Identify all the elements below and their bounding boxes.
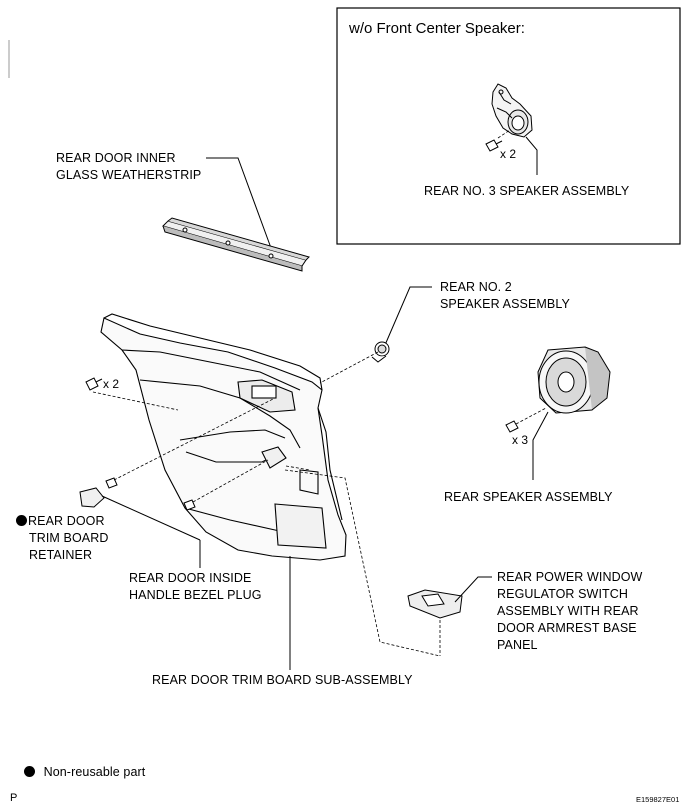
screw-2: [183, 499, 196, 511]
screw-1: [105, 477, 118, 489]
label-line-text: REAR DOOR: [28, 514, 105, 528]
non-reusable-dot-icon: [24, 766, 35, 777]
label-line: HANDLE BEZEL PLUG: [129, 588, 262, 602]
label-line: REAR DOOR INNER: [56, 151, 176, 165]
leader-retainer: [101, 495, 201, 541]
switch-assembly-drawing: [407, 589, 463, 619]
dash-no2: [319, 351, 379, 384]
speaker-qty: x 3: [512, 433, 529, 447]
label-line: TRIM BOARD: [29, 531, 109, 545]
inset-box: [336, 7, 681, 245]
figure-code: E159827E01: [636, 795, 680, 804]
rear-speaker-drawing: [537, 346, 611, 414]
label-switch-assembly: REAR POWER WINDOW REGULATOR SWITCH ASSEM…: [497, 569, 642, 654]
label-rear-no3-speaker: REAR NO. 3 SPEAKER ASSEMBLY: [424, 184, 630, 198]
no2-speaker-drawing: [371, 341, 390, 363]
label-line: REAR DOOR INSIDE: [129, 571, 252, 585]
clip-drawing: [85, 377, 103, 391]
label-rear-no2-speaker: REAR NO. 2 SPEAKER ASSEMBLY: [440, 279, 570, 313]
label-bezel-plug: REAR DOOR INSIDE HANDLE BEZEL PLUG: [129, 570, 262, 604]
label-line: GLASS WEATHERSTRIP: [56, 168, 202, 182]
dash-screw-1: [113, 397, 276, 481]
non-reusable-dot-icon: [16, 515, 27, 526]
weatherstrip-drawing: [162, 217, 310, 272]
footer-left: P: [10, 792, 18, 804]
label-inner-weatherstrip: REAR DOOR INNER GLASS WEATHERSTRIP: [56, 150, 201, 184]
speaker-screw: [505, 420, 519, 433]
label-line: REAR NO. 2: [440, 280, 512, 294]
label-line: REAR POWER WINDOW: [497, 570, 643, 584]
label-trim-board-sub: REAR DOOR TRIM BOARD SUB-ASSEMBLY: [152, 673, 413, 687]
leader-rear-speaker: [532, 411, 549, 480]
dash-pocket: [285, 465, 311, 471]
label-line: RETAINER: [29, 548, 93, 562]
label-rear-speaker: REAR SPEAKER ASSEMBLY: [444, 490, 613, 504]
dash-screw-2: [192, 459, 269, 503]
dash-switch: [284, 469, 441, 657]
leader-no2: [384, 286, 432, 346]
leader-weatherstrip: [206, 157, 272, 249]
leader-switch: [454, 576, 492, 603]
inset-screw: [485, 139, 503, 152]
label-line: PANEL: [497, 638, 538, 652]
door-trim-board-drawing: [100, 313, 347, 561]
inset-title: w/o Front Center Speaker:: [349, 20, 525, 37]
speaker-dash: [515, 407, 547, 425]
dash-clip: [92, 391, 179, 411]
rear-no3-speaker-drawing: [491, 83, 533, 138]
label-line: DOOR ARMREST BASE: [497, 621, 637, 635]
inset-dash: [497, 129, 511, 139]
label-line: REGULATOR SWITCH: [497, 587, 629, 601]
retainer-drawing: [79, 487, 105, 508]
label-trim-board-retainer: REAR DOOR TRIM BOARD RETAINER: [16, 513, 108, 564]
clip-qty: x 2: [103, 377, 120, 391]
legend: Non-reusable part: [24, 764, 145, 781]
label-line: REAR DOOR: [16, 513, 108, 530]
inset-qty: x 2: [500, 147, 517, 161]
leader-no3: [525, 136, 538, 175]
label-line: ASSEMBLY WITH REAR: [497, 604, 639, 618]
legend-text: Non-reusable part: [43, 765, 146, 779]
label-line: SPEAKER ASSEMBLY: [440, 297, 570, 311]
